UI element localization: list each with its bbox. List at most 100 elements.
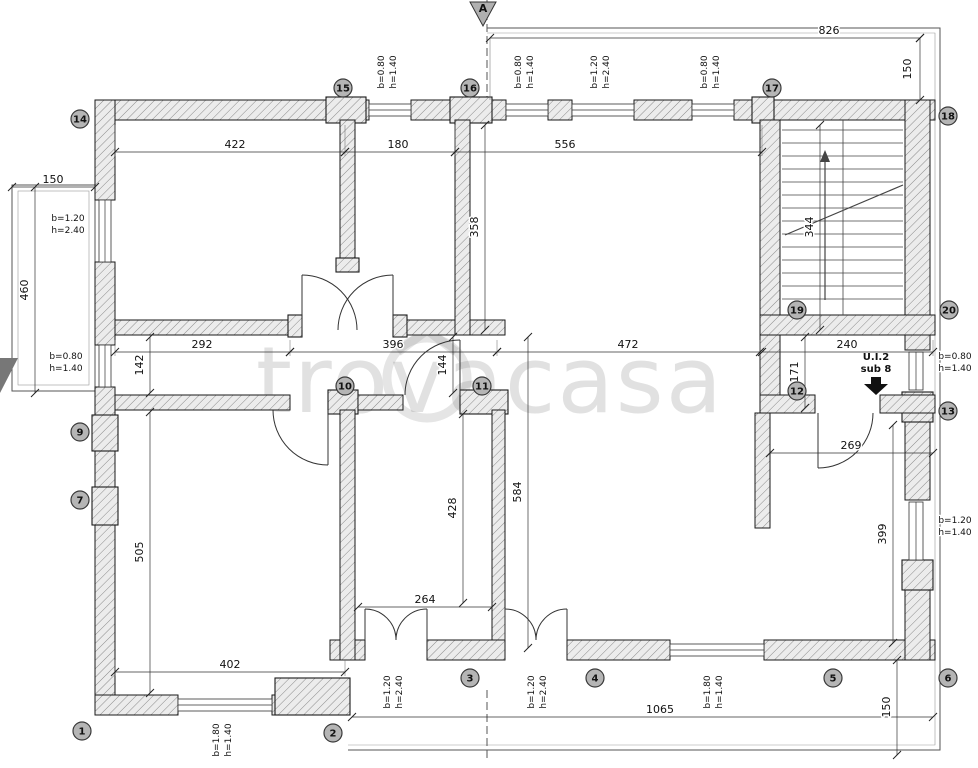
watermark: trovacasa	[256, 324, 722, 434]
grid-marker-circle	[585, 668, 605, 688]
dimension-tick	[145, 388, 155, 398]
dimension-tick	[800, 332, 810, 342]
dimension-tick	[353, 602, 363, 612]
grid-marker: 10	[335, 376, 355, 396]
dimension-tick	[340, 667, 350, 677]
dimension-tick	[448, 388, 458, 398]
dimension-label: 399	[876, 524, 889, 545]
dimension-tick	[888, 638, 898, 648]
stair-direction-arrow	[820, 150, 830, 162]
section-marker: A	[469, 1, 497, 28]
dimension-label: 460	[18, 280, 31, 301]
opening-label: h=1.40	[526, 55, 536, 89]
dimension-tick	[90, 182, 100, 192]
dimension-tick	[145, 407, 155, 417]
dimension-tick	[30, 388, 40, 398]
dimension-tick	[755, 347, 765, 357]
grid-marker: 14	[70, 109, 90, 129]
unit-label-line1: U.I.2	[863, 352, 889, 363]
grid-marker-circle	[70, 490, 90, 510]
dimension-tick	[757, 147, 767, 157]
dimension-tick	[765, 448, 775, 458]
dimension-label: 292	[192, 338, 213, 351]
grid-marker-number: 9	[77, 428, 84, 439]
grid-marker: 7	[70, 490, 90, 510]
grid-marker-circle	[460, 668, 480, 688]
opening-label: b=0.80	[49, 352, 83, 362]
grid-marker: 6	[938, 668, 958, 688]
grid-marker-number: 12	[790, 387, 804, 398]
grid-marker: 9	[70, 422, 90, 442]
dimension-label: 150	[880, 697, 893, 718]
dimension-tick	[145, 688, 155, 698]
dimension-label: 402	[220, 658, 241, 671]
grid-marker-circle	[472, 376, 492, 396]
balcony-corner-mark	[0, 358, 18, 393]
dimension-tick	[892, 655, 902, 665]
dimension-tick	[110, 667, 120, 677]
door-arc	[272, 409, 329, 466]
grid-marker-circle	[70, 422, 90, 442]
unit-label-line2: sub 8	[861, 364, 892, 375]
staircase	[782, 120, 904, 315]
dimension-label: 142	[133, 355, 146, 376]
grid-marker: 12	[787, 381, 807, 401]
dimension-tick	[915, 95, 925, 105]
grid-marker: 13	[938, 401, 958, 421]
grid-marker-number: 16	[463, 84, 477, 95]
grid-marker-circle	[460, 78, 480, 98]
dimension-tick	[340, 147, 350, 157]
door-arc	[404, 339, 461, 396]
grid-marker: 1	[72, 721, 92, 741]
opening-label: h=1.40	[712, 55, 722, 89]
dimension-tick	[523, 643, 533, 653]
grid-marker-circle	[823, 668, 843, 688]
dimension-tick	[145, 332, 155, 342]
opening-label: b=0.80	[377, 55, 387, 89]
opening-label: b=0.80	[938, 352, 972, 362]
grid-marker: 19	[787, 300, 807, 320]
extension-lines	[114, 38, 934, 676]
grid-marker: 3	[460, 668, 480, 688]
grid-marker-circle	[335, 376, 355, 396]
opening-label: b=1.20	[590, 55, 600, 89]
grid-marker-circle	[762, 78, 782, 98]
dimension-label: 472	[618, 338, 639, 351]
grid-marker-circle	[787, 300, 807, 320]
grid-marker-number: 10	[338, 382, 352, 393]
doors-layer	[272, 274, 874, 641]
opening-label: b=1.20	[527, 675, 537, 709]
opening-label: b=0.80	[514, 55, 524, 89]
dimension-label: 826	[819, 24, 840, 37]
dimension-tick	[800, 403, 810, 413]
dimension-tick	[110, 147, 120, 157]
grid-marker-circle	[938, 668, 958, 688]
grid-marker-circle	[787, 381, 807, 401]
grid-marker-number: 15	[336, 84, 350, 95]
opening-label: h=2.40	[51, 226, 85, 236]
dimension-tick	[487, 602, 497, 612]
dimension-tick	[450, 147, 460, 157]
dimension-label: 180	[388, 138, 409, 151]
dimension-label: 556	[555, 138, 576, 151]
grid-marker: 16	[460, 78, 480, 98]
dimension-tick	[485, 33, 495, 43]
dimension-label: 584	[511, 482, 524, 503]
dimension-tick	[458, 409, 468, 419]
door-arc	[364, 608, 397, 641]
unit-label: U.I.2 sub 8	[859, 351, 893, 395]
grid-marker-number: 20	[942, 306, 956, 317]
dimension-label: 505	[133, 542, 146, 563]
door-arc	[337, 274, 394, 331]
walls-layer	[91, 96, 936, 716]
grid-marker: 4	[585, 668, 605, 688]
grid-marker-number: 18	[941, 112, 955, 123]
door-arc	[504, 608, 537, 641]
grid-marker-number: 11	[475, 382, 489, 393]
dimension-tick	[915, 33, 925, 43]
grid-marker-number: 6	[945, 674, 952, 685]
dimension-label: 396	[383, 338, 404, 351]
dimension-label: 344	[803, 217, 816, 238]
dimension-label: 1065	[646, 703, 674, 716]
